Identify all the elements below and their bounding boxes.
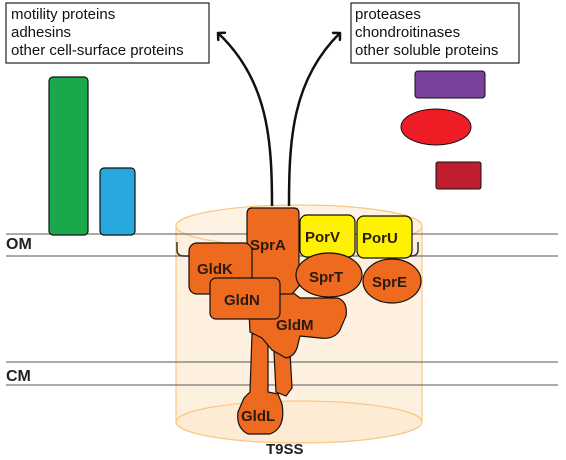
poru-label: PorU xyxy=(362,230,398,247)
protease-shape xyxy=(414,70,486,99)
soluble-line-1: proteases xyxy=(355,6,421,23)
soluble-line-2: chondroitinases xyxy=(355,24,460,41)
lipid-anchor-left xyxy=(176,242,190,257)
chondroitinase-shape xyxy=(400,108,472,146)
sprt-protein xyxy=(295,252,363,298)
lipid-anchor-right xyxy=(406,242,419,257)
cell-surface-line-2: adhesins xyxy=(11,24,71,41)
gldn-protein xyxy=(209,277,281,320)
gldl-label: GldL xyxy=(241,408,275,425)
spre-protein xyxy=(362,258,422,304)
spre-label: SprE xyxy=(372,274,407,291)
poru-protein xyxy=(356,215,413,259)
om-label: OM xyxy=(6,236,32,253)
porv-label: PorV xyxy=(305,229,340,246)
gldl-protein xyxy=(237,333,284,435)
cell-surface-line-3: other cell-surface proteins xyxy=(11,42,184,59)
gldn-label: GldN xyxy=(224,292,260,309)
cell-surface-line-1: motility proteins xyxy=(11,6,115,23)
spra-label: SprA xyxy=(250,237,286,254)
motility-protein-bar xyxy=(48,76,89,236)
gldk-label: GldK xyxy=(197,261,233,278)
cm-label: CM xyxy=(6,368,31,385)
t9ss-label: T9SS xyxy=(266,441,304,458)
arrow-to-soluble xyxy=(287,33,340,207)
cell-surface-box: motility proteins adhesins other cell-su… xyxy=(5,2,210,64)
sprt-label: SprT xyxy=(309,269,343,286)
soluble-proteins-box: proteases chondroitinases other soluble … xyxy=(350,2,520,64)
other-soluble-shape xyxy=(435,161,482,190)
soluble-line-3: other soluble proteins xyxy=(355,42,498,59)
arrow-to-cell-surface xyxy=(218,33,274,207)
adhesin-bar xyxy=(99,167,136,236)
gldm-label: GldM xyxy=(276,317,314,334)
